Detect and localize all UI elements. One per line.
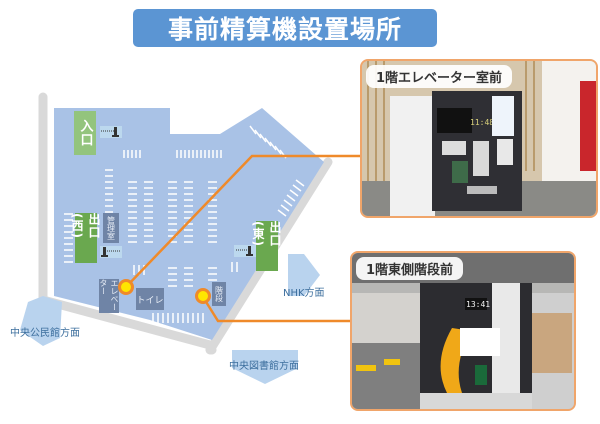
management-office-label: 管理室: [103, 213, 119, 243]
photo-caption: 1階東側階段前: [356, 257, 464, 280]
community-hall-direction-text: 中央公民館方面: [10, 328, 80, 339]
exit-east-label: 出口(東): [251, 221, 282, 271]
photo-caption: 1階エレベーター室前: [366, 65, 513, 88]
entrance-label: 入口: [74, 111, 96, 155]
community-hall-direction-arrow: [20, 296, 62, 346]
svg-text:13:41: 13:41: [466, 300, 490, 309]
elevator-location-marker[interactable]: [118, 279, 134, 295]
library-direction-arrow: [232, 350, 298, 384]
nhk-direction-arrow: [288, 254, 320, 296]
photo-elevator-hall: 11:48 1階エレベーター室前: [360, 59, 598, 218]
parking-stripes: [64, 125, 305, 323]
stairs-location-marker[interactable]: [195, 288, 211, 304]
page-title: 事前精算機設置場所: [133, 9, 437, 47]
gate-icon-east: [234, 245, 256, 257]
photo-east-stairs: 13:41 1階東側階段前: [350, 251, 576, 411]
nhk-direction-text: NHK方面: [283, 288, 325, 299]
elevator-label: エレベーター: [99, 279, 119, 313]
route-line-elevator: [125, 154, 360, 288]
svg-text:11:48: 11:48: [470, 118, 494, 127]
exit-west-label: 出口(西): [70, 213, 101, 263]
route-line-stairs: [201, 296, 352, 323]
library-direction-text: 中央図書館方面: [229, 361, 299, 372]
gate-icon-west: [100, 246, 122, 258]
stairs-label: 階段: [212, 282, 226, 306]
gate-icon-entrance: [100, 126, 122, 138]
toilet-label: トイレ: [136, 288, 164, 310]
